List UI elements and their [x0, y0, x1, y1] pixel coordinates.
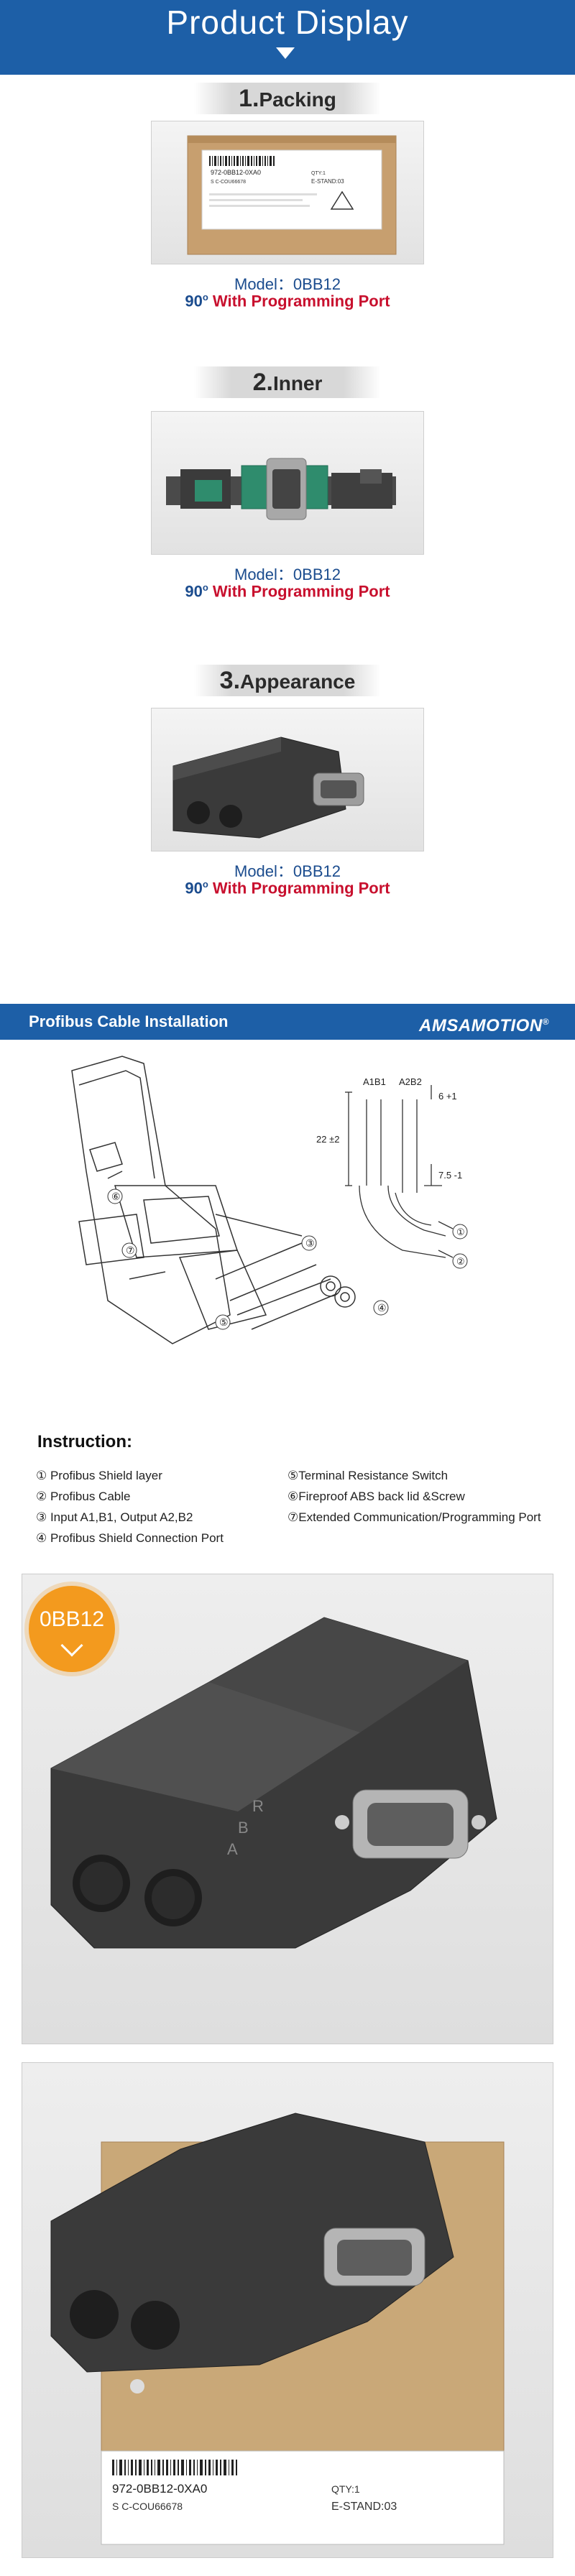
- chevron-down-icon: [60, 1634, 83, 1657]
- appearance-photo: [151, 708, 424, 851]
- port-line-1: 90o With Programming Port: [185, 292, 390, 310]
- cable-install-title: Profibus Cable Installation: [29, 1012, 229, 1030]
- dim-7-5: 7.5 -1: [438, 1170, 462, 1181]
- section-title-appearance: 3.Appearance: [194, 665, 381, 696]
- instruction-item-1: ① Profibus Shield layer: [36, 1469, 162, 1482]
- appearance-connector-illustration: [172, 737, 364, 839]
- dim-a2b2: A2B2: [399, 1076, 422, 1087]
- housing-mark-r: R: [252, 1797, 264, 1815]
- cable-install-diagram: ⑥ ⑦ ③ ④ ⑤ A1B1 A2B2 22 ±2 6 +: [0, 1042, 575, 1416]
- port-line-2: 90o With Programming Port: [185, 582, 390, 601]
- packing-label-code: S C-COU66678: [211, 180, 246, 185]
- callout-7: ⑦: [126, 1245, 135, 1256]
- section-title-packing: 1.Packing: [194, 83, 381, 114]
- header-arrow-icon: [276, 47, 295, 59]
- instruction-item-4: ④ Profibus Shield Connection Port: [36, 1531, 224, 1545]
- product-box-photo-large: 972-0BB12-0XA0 S C-COU66678 QTY:1 E-STAN…: [22, 2062, 553, 2558]
- instruction-title: Instruction:: [37, 1432, 132, 1451]
- brand-logo: AMSAMOTION®: [419, 1016, 549, 1035]
- product-photo-large: R B A: [22, 1574, 553, 2044]
- instruction-item-5: ⑤Terminal Resistance Switch: [288, 1469, 448, 1482]
- port-line-3: 90o With Programming Port: [185, 879, 390, 897]
- box-label-stand: E-STAND:03: [331, 2501, 397, 2513]
- box-label-qty: QTY:1: [331, 2483, 360, 2495]
- dim-22: 22 ±2: [316, 1134, 339, 1145]
- header-bar: Product Display: [0, 0, 575, 75]
- instruction-item-6: ⑥Fireproof ABS back lid &Screw: [288, 1490, 465, 1503]
- model-line-2: Model：0BB12: [234, 565, 341, 583]
- box-label-code: S C-COU66678: [112, 2501, 183, 2512]
- packing-photo: 972-0BB12-0XA0 S C-COU66678 QTY:1 E-STAN…: [151, 121, 424, 264]
- packing-label-qty: QTY:1: [311, 171, 326, 176]
- installation-drawing: ⑥ ⑦ ③ ④ ⑤ A1B1 A2B2 22 ±2 6 +: [71, 1056, 468, 1344]
- callout-1: ①: [456, 1227, 465, 1237]
- dim-a1b1: A1B1: [363, 1076, 386, 1087]
- model-line-3: Model：0BB12: [234, 862, 341, 880]
- callout-2: ②: [456, 1256, 465, 1267]
- instruction-item-3: ③ Input A1,B1, Output A2,B2: [36, 1510, 193, 1524]
- instruction-item-2: ② Profibus Cable: [36, 1490, 131, 1503]
- packing-label-stand: E-STAND:03: [311, 178, 344, 185]
- callout-5: ⑤: [219, 1316, 229, 1328]
- cable-install-bar: Profibus Cable Installation AMSAMOTION®: [0, 1004, 575, 1040]
- callout-6: ⑥: [111, 1191, 121, 1202]
- page-title: Product Display: [166, 4, 409, 41]
- inner-board-illustration: [166, 458, 396, 520]
- instruction-item-7: ⑦Extended Communication/Programming Port: [288, 1510, 541, 1524]
- connector-large-illustration: R B A: [50, 1617, 497, 1949]
- model-line-1: Model：0BB12: [234, 275, 341, 293]
- connector-on-box-illustration: 972-0BB12-0XA0 S C-COU66678 QTY:1 E-STAN…: [50, 2113, 505, 2545]
- callout-4: ④: [377, 1302, 387, 1314]
- packing-box-illustration: 972-0BB12-0XA0 S C-COU66678 QTY:1 E-STAN…: [187, 135, 397, 255]
- dim-6: 6 +1: [438, 1091, 457, 1102]
- callout-3: ③: [305, 1237, 315, 1249]
- model-badge: 0BB12: [29, 1586, 115, 1672]
- section-title-inner: 2.Inner: [194, 366, 381, 398]
- housing-mark-b: B: [238, 1819, 249, 1837]
- packing-label-partno: 972-0BB12-0XA0: [211, 169, 261, 176]
- housing-mark-a: A: [227, 1840, 238, 1858]
- box-label-partno: 972-0BB12-0XA0: [112, 2482, 207, 2496]
- inner-photo: [151, 411, 424, 555]
- model-badge-text: 0BB12: [39, 1607, 105, 1631]
